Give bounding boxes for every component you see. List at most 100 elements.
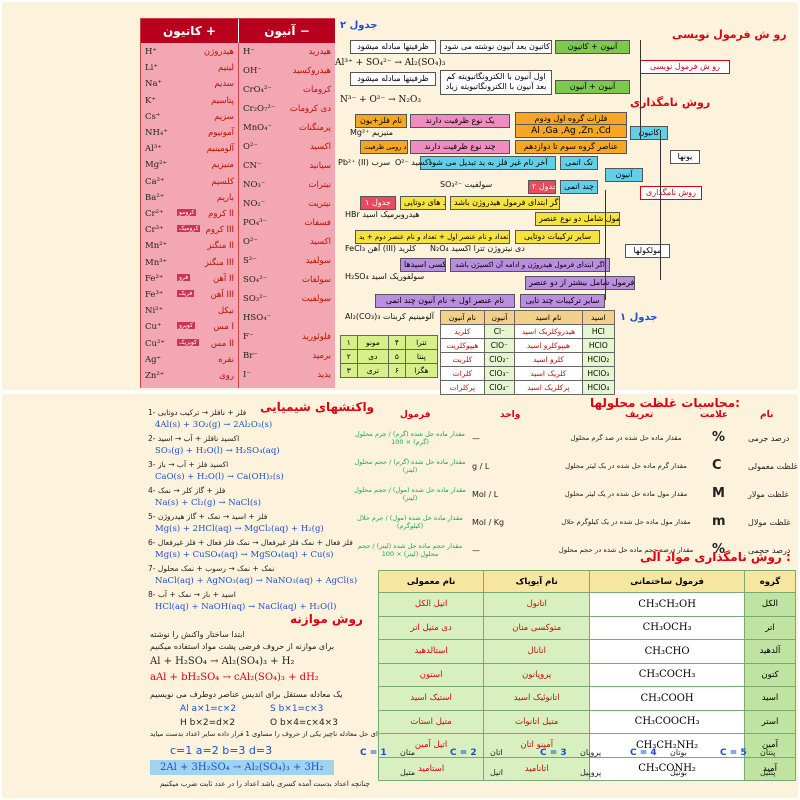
anion-name: نیتریت [308, 199, 331, 209]
anion-formula: PO₄³⁻ [243, 218, 267, 228]
bal-step: یک معادله مستقل برای اندیس عناصر دوطرف م… [150, 690, 343, 699]
cation-name: روی [219, 371, 234, 381]
anion-formula: Cr₂O₇²⁻ [243, 104, 276, 114]
bal-eq2: aAl + bH₂SO₄ → cAl₂(SO₄)₃ + dH₂ [150, 672, 319, 683]
acid-table-cell: کلرو اسید [514, 352, 583, 367]
oxide-example: O²⁻ اکسید [395, 158, 432, 167]
acid-table-header-cell: نام اسید [514, 310, 583, 325]
prefix-cell: ۵ [388, 349, 406, 364]
organic-formula: CH₃COOCH₃ [589, 709, 745, 734]
cation-name: پتاسیم [211, 95, 234, 106]
acid-table-header-cell: آنیون [483, 310, 516, 325]
cation-alt-name: کرومو [177, 209, 197, 216]
two-element: فرمول شامل دو نوع عنصر [535, 212, 620, 226]
carbon-count: C = 3 [540, 748, 567, 758]
cation-name: منگنز II [207, 241, 234, 252]
cation-name: آمونیوم [208, 128, 234, 138]
reaction-equation: 4Al(s) + 3O₂(g) → 2Al₂O₃(s) [155, 420, 273, 430]
prefix-cell: تترا [404, 335, 439, 350]
calc-title: محاسبات غلظت محلولها: [590, 396, 740, 410]
one-charge: یک نوع ظرفیت دارند [410, 114, 510, 128]
transition-box: عناصر گروه سوم تا دوازدهم [515, 140, 627, 154]
carbon-count: C = 5 [720, 748, 747, 758]
calc-name: غلظت مولال [748, 518, 791, 527]
acid-question: اگر ابتدای فرمول هیدروژن باشد [450, 196, 560, 210]
calc-definition: مقدار مول ماده حل شده در یک لیتر محلول [564, 490, 688, 498]
formula-side-label: رو ش فرمول نویسی [640, 60, 730, 74]
cation-name: نیکل [217, 306, 234, 317]
bal-o: O b×4=c×4×3 [270, 718, 338, 728]
cation-formula: H⁺ [145, 47, 157, 57]
reaction-rule: 7- نمک + نمک → رسوب + نمک محلول [148, 564, 275, 573]
organic-formula: CH₃COOH [589, 686, 745, 711]
prefix-cell: ۱ [340, 335, 358, 350]
anion-anion-tag: آنیون + آنیون [555, 80, 630, 94]
cation-name: مس I [213, 322, 234, 333]
cation-name: آلومینیم [206, 144, 234, 155]
metals-list: Al ,Ga ,Ag ,Zn ,Cd [515, 124, 627, 138]
fecl-example: FeCl₃ آهن (III) کلرید [345, 244, 416, 253]
organic-common-name: استون [377, 662, 485, 687]
organic-group: آمید [743, 756, 797, 781]
alkyl-name: متیل [400, 768, 416, 777]
acid-table-cell: ClO₃⁻ [483, 366, 516, 381]
organic-common-name: استامید [377, 756, 485, 781]
calc-name: درصد حجمی [748, 546, 791, 555]
anion-formula: CN⁻ [243, 161, 262, 171]
n2o4-example: N₂O₄ دی نیتروژن تترا اکسید [430, 244, 525, 253]
anion-formula: MnO₄⁻ [243, 123, 273, 133]
anion-name: هیدروکسید [292, 66, 331, 76]
suffix-rule: آخر نام غیر فلز به ید تبدیل می شود [420, 156, 556, 170]
cation-formula: Cu²⁺ [145, 338, 165, 349]
cation-formula: Ca²⁺ [145, 176, 165, 187]
table1-ref: جدول ۱ [360, 196, 396, 210]
h2so4-example: H₂SO₄ سولفوریک اسید [345, 272, 425, 281]
acid-table-cell: کلریک اسید [514, 366, 583, 381]
calc-header: تعریف [625, 410, 654, 420]
cation-name: سدیم [214, 79, 234, 90]
ionic-box: یونها [670, 150, 700, 164]
organic-iupac-name: اتانول [483, 592, 591, 617]
acid-table-cell: ClO⁻ [483, 338, 516, 353]
cation-name: آهن II [212, 273, 234, 284]
organic-iupac-name: اتانامید [483, 756, 591, 781]
organic-common-name: دی متیل اتر [377, 615, 485, 640]
reaction-equation: Mg(s) + 2HCl(aq) → MgCl₂(aq) + H₂(g) [155, 524, 324, 534]
reactions-title: واکنشهای شیمیایی [260, 400, 375, 414]
reaction-rule: 1- فلز + نافلز → ترکیب دوتایی [148, 408, 247, 417]
cation-formula: Fe³⁺ [145, 290, 164, 300]
cation-name: کروم III [205, 225, 234, 236]
calc-header: واحد [500, 410, 521, 420]
reaction-rule: 4- فلز + گاز کلر → نمک [148, 486, 226, 495]
anion-formula: OH⁻ [243, 66, 262, 76]
cation-formula: Ag⁺ [145, 354, 162, 365]
alkane-name: اتان [490, 748, 503, 757]
cation-formula: NH₄⁺ [145, 128, 168, 138]
anion-formula: CrO₄²⁻ [243, 85, 272, 95]
organic-group: آلدهید [743, 639, 797, 664]
alkane-name: پروپان [580, 748, 602, 757]
acid-table-cell: Cl⁻ [483, 324, 516, 339]
calc-unit: g / L [472, 462, 490, 471]
alkyl-name: اتیل [490, 768, 503, 777]
organic-title: روش نامگذاری مواد آلی : [640, 550, 791, 564]
cation-formula: Li⁺ [145, 63, 158, 74]
cation-name: منگنز III [204, 257, 234, 268]
anion-header: آنیون − [238, 19, 335, 43]
alkane-name: پنتان [760, 748, 776, 757]
formula-row2c: ظرفیتها مبادله میشود [350, 72, 436, 86]
anion-formula: NO₃⁻ [243, 180, 266, 190]
prefix-cell: ۴ [388, 335, 406, 350]
cation-name: کلسیم [211, 176, 234, 187]
